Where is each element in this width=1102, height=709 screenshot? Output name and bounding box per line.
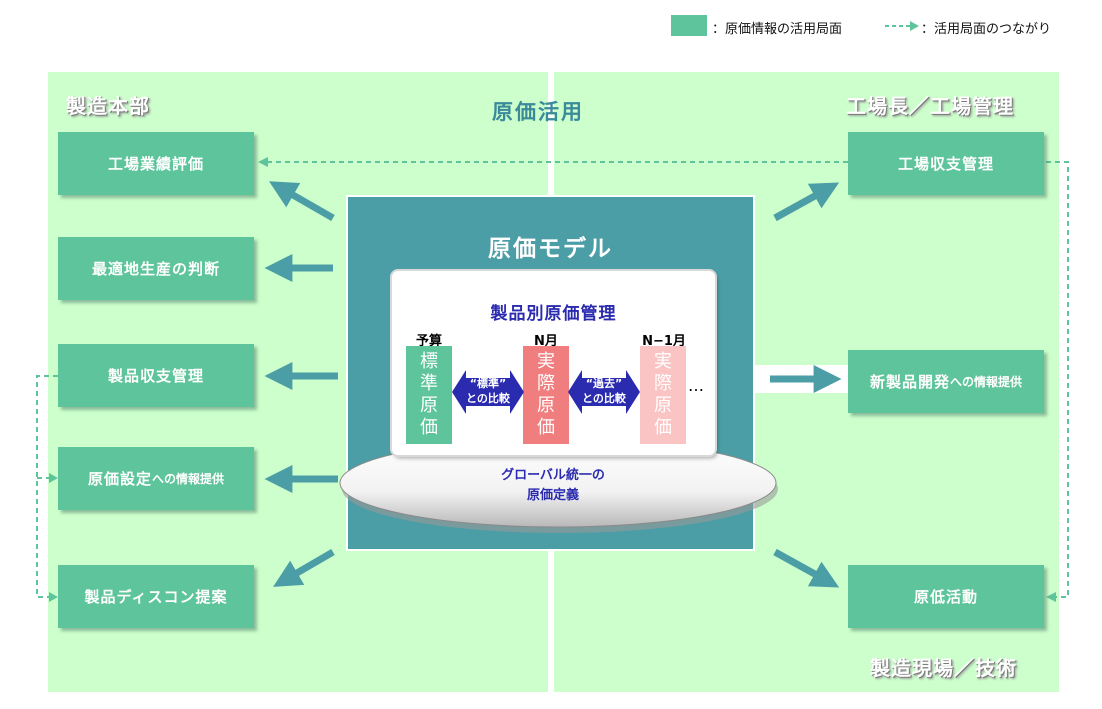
left-box-label: 製品収支管理 (107, 367, 204, 385)
column-label-budget: 予算 (415, 334, 442, 349)
compare-standard-line-1: “標準” (469, 377, 507, 390)
standard-cost-char: 標 (420, 351, 438, 372)
dashed-arrowhead-right (1046, 592, 1056, 602)
right-box-suffix: への情報提供 (950, 375, 1023, 389)
actual-cost-char: 際 (537, 373, 555, 394)
legend-box-text: ：原価情報の活用局面 (712, 22, 843, 37)
flow-arrow-cost-reduction (773, 548, 840, 588)
dashed-line-right (1046, 161, 1069, 598)
left-box-discontinue[interactable]: 製品ディスコン提案 (58, 565, 254, 628)
past-cost-char: 実 (654, 351, 672, 372)
global-definition-line-2: 原価定義 (526, 488, 579, 503)
right-box-new-product[interactable]: 新製品開発への情報提供 (848, 350, 1044, 413)
compare-past-arrow-icon (568, 370, 640, 414)
more-columns-ellipsis: … (688, 376, 704, 395)
compare-standard-text: “標準” との比較 (456, 376, 520, 406)
global-definition-line-1: グローバル統一の (501, 468, 605, 483)
left-box-cost-setting[interactable]: 原価設定への情報提供 (58, 447, 254, 510)
past-cost-char: 原 (654, 395, 672, 416)
actual-cost-char: 実 (537, 351, 555, 372)
standard-cost-char: 原 (420, 395, 438, 416)
dashed-arrowhead-left-1 (49, 473, 58, 483)
left-box-label: 工場業績評価 (107, 155, 204, 173)
legend-box-swatch (671, 15, 707, 36)
right-box-factory-profit[interactable]: 工場収支管理 (848, 132, 1044, 195)
legend-dashed-arrow-icon (885, 21, 919, 31)
column-label-n-month: N月 (534, 334, 558, 349)
column-label-n-minus-1-month: N−1月 (642, 334, 686, 349)
compare-standard-arrow-icon (452, 370, 524, 414)
actual-cost-char: 原 (537, 395, 555, 416)
left-region-label: 製造本部 (66, 94, 150, 118)
right-bottom-region-label: 製造現場／技術 (870, 656, 1017, 680)
right-box-label: 原低活動 (913, 588, 978, 606)
right-box-label: 工場収支管理 (897, 155, 994, 173)
compare-past-line-2: との比較 (582, 392, 626, 405)
standard-cost-column: 標 準 原 価 (406, 346, 452, 444)
past-cost-char: 価 (654, 417, 672, 438)
standard-cost-char: 価 (420, 417, 438, 438)
compare-past-line-1: “過去” (585, 377, 623, 390)
dashed-arrowhead-top (258, 157, 268, 167)
cost-model-title: 原価モデル (488, 236, 613, 262)
left-box-product-profit[interactable]: 製品収支管理 (58, 344, 254, 407)
left-box-label: 製品ディスコン提案 (84, 588, 228, 606)
legend-line-text: ：活用局面のつながり (921, 22, 1052, 37)
actual-cost-n-column: 実 際 原 価 (523, 346, 569, 444)
right-box-label: 新製品開発 (869, 373, 950, 391)
left-box-label: 原価設定 (87, 470, 152, 488)
flow-arrow-discontinue (273, 548, 335, 587)
flow-arrow-factory-profit (773, 182, 840, 222)
global-definition-text: グローバル統一の 原価定義 (468, 466, 638, 506)
past-cost-char: 際 (654, 373, 672, 394)
right-top-region-label: 工場長／工場管理 (846, 94, 1014, 118)
dashed-arrowhead-left-2 (49, 592, 58, 602)
right-box-cost-reduction[interactable]: 原低活動 (848, 565, 1044, 628)
actual-cost-char: 価 (537, 417, 555, 438)
left-box-factory-performance[interactable]: 工場業績評価 (58, 132, 254, 195)
product-cost-card-title: 製品別原価管理 (490, 304, 617, 324)
flow-arrow-factory-performance (269, 181, 335, 222)
global-definition-ellipse (339, 438, 778, 533)
left-box-label: 最適地生産の判断 (91, 260, 220, 278)
compare-past-text: “過去” との比較 (572, 376, 636, 406)
left-box-optimal-site[interactable]: 最適地生産の判断 (58, 237, 254, 300)
actual-cost-n-1-column: 実 際 原 価 (640, 346, 686, 444)
center-region-label: 原価活用 (492, 100, 584, 124)
standard-cost-char: 準 (420, 373, 438, 394)
compare-standard-line-2: との比較 (466, 392, 510, 405)
left-box-suffix: への情報提供 (152, 472, 225, 486)
dashed-line-left (36, 375, 58, 598)
